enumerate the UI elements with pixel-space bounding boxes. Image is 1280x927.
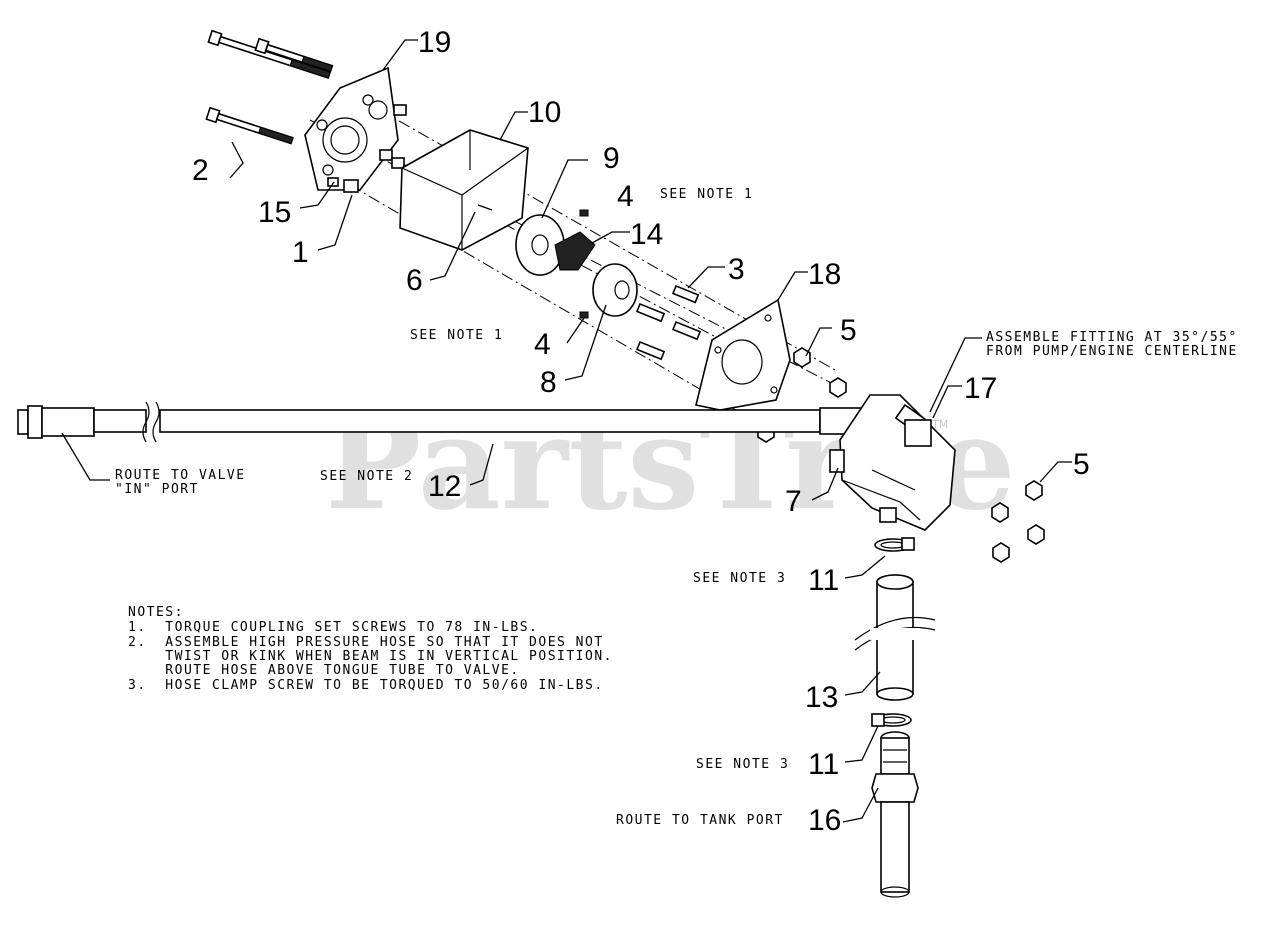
notes-line-3: TWIST OR KINK WHEN BEAM IS IN VERTICAL P… [128,649,613,664]
callout-numbers: 19 10 9 2 15 1 4 14 6 3 18 5 4 8 17 12 7… [192,26,1090,837]
callout-5-upper: 5 [840,314,857,347]
callout-4-lower: 4 [534,328,551,361]
caption-assemble-fitting-line1: ASSEMBLE FITTING AT 35°/55° [986,330,1238,345]
caption-see-note-3-lower: SEE NOTE 3 [696,757,789,772]
callout-2: 2 [192,154,209,187]
callout-15: 15 [258,196,291,229]
callout-8: 8 [540,366,557,399]
callout-4-upper: 4 [617,180,634,213]
notes-line-1: 1. TORQUE COUPLING SET SCREWS TO 78 IN-L… [128,620,538,635]
coupling-assembly [515,209,638,319]
hose-clamp-upper [874,537,915,552]
notes-line-2: 2. ASSEMBLE HIGH PRESSURE HOSE SO THAT I… [128,635,604,650]
hose-clamp-lower [871,713,912,727]
notes-block: NOTES: 1. TORQUE COUPLING SET SCREWS TO … [128,605,613,693]
callout-17: 17 [964,372,997,405]
callout-9: 9 [603,142,620,175]
callout-11-upper: 11 [808,564,839,597]
callout-3: 3 [728,253,745,286]
adapter-plate [695,298,791,411]
high-pressure-hose [17,401,905,443]
callout-6: 6 [406,264,423,297]
notes-heading: NOTES: [128,605,184,620]
callout-7: 7 [785,485,802,518]
coupling-guard [399,129,529,251]
callout-10: 10 [528,96,561,129]
caption-route-valve-line1: ROUTE TO VALVE [115,468,246,483]
caption-see-note-1-mid: SEE NOTE 1 [410,328,503,343]
watermark-tm: TM [931,418,948,431]
callout-19: 19 [418,26,451,59]
callout-11-lower: 11 [808,748,839,781]
leader-lines [61,39,1072,823]
caption-route-valve-line2: "IN" PORT [115,482,199,497]
callout-16: 16 [808,804,841,837]
callout-18: 18 [808,258,841,291]
hex-nuts [757,347,1045,563]
notes-line-4: ROUTE HOSE ABOVE TONGUE TUBE TO VALVE. [128,663,520,678]
tank-fitting [871,731,919,898]
suction-hose [854,574,936,701]
callout-12: 12 [428,470,461,503]
pump-mount-plate [304,66,407,193]
caption-route-tank: ROUTE TO TANK PORT [616,813,784,828]
caption-see-note-3-upper: SEE NOTE 3 [693,571,786,586]
callout-13: 13 [805,681,838,714]
callout-14: 14 [630,218,663,251]
long-bolts [205,29,334,145]
notes-line-5: 3. HOSE CLAMP SCREW TO BE TORQUED TO 50/… [128,678,604,693]
caption-see-note-1-top: SEE NOTE 1 [660,187,753,202]
cap-screws [635,284,702,361]
callout-1: 1 [292,236,309,269]
caption-assemble-fitting-line2: FROM PUMP/ENGINE CENTERLINE [986,344,1238,359]
callout-5-right: 5 [1073,448,1090,481]
caption-see-note-2: SEE NOTE 2 [320,469,413,484]
captions: SEE NOTE 1 SEE NOTE 1 ASSEMBLE FITTING A… [115,187,1238,828]
hydraulic-pump [829,394,956,531]
